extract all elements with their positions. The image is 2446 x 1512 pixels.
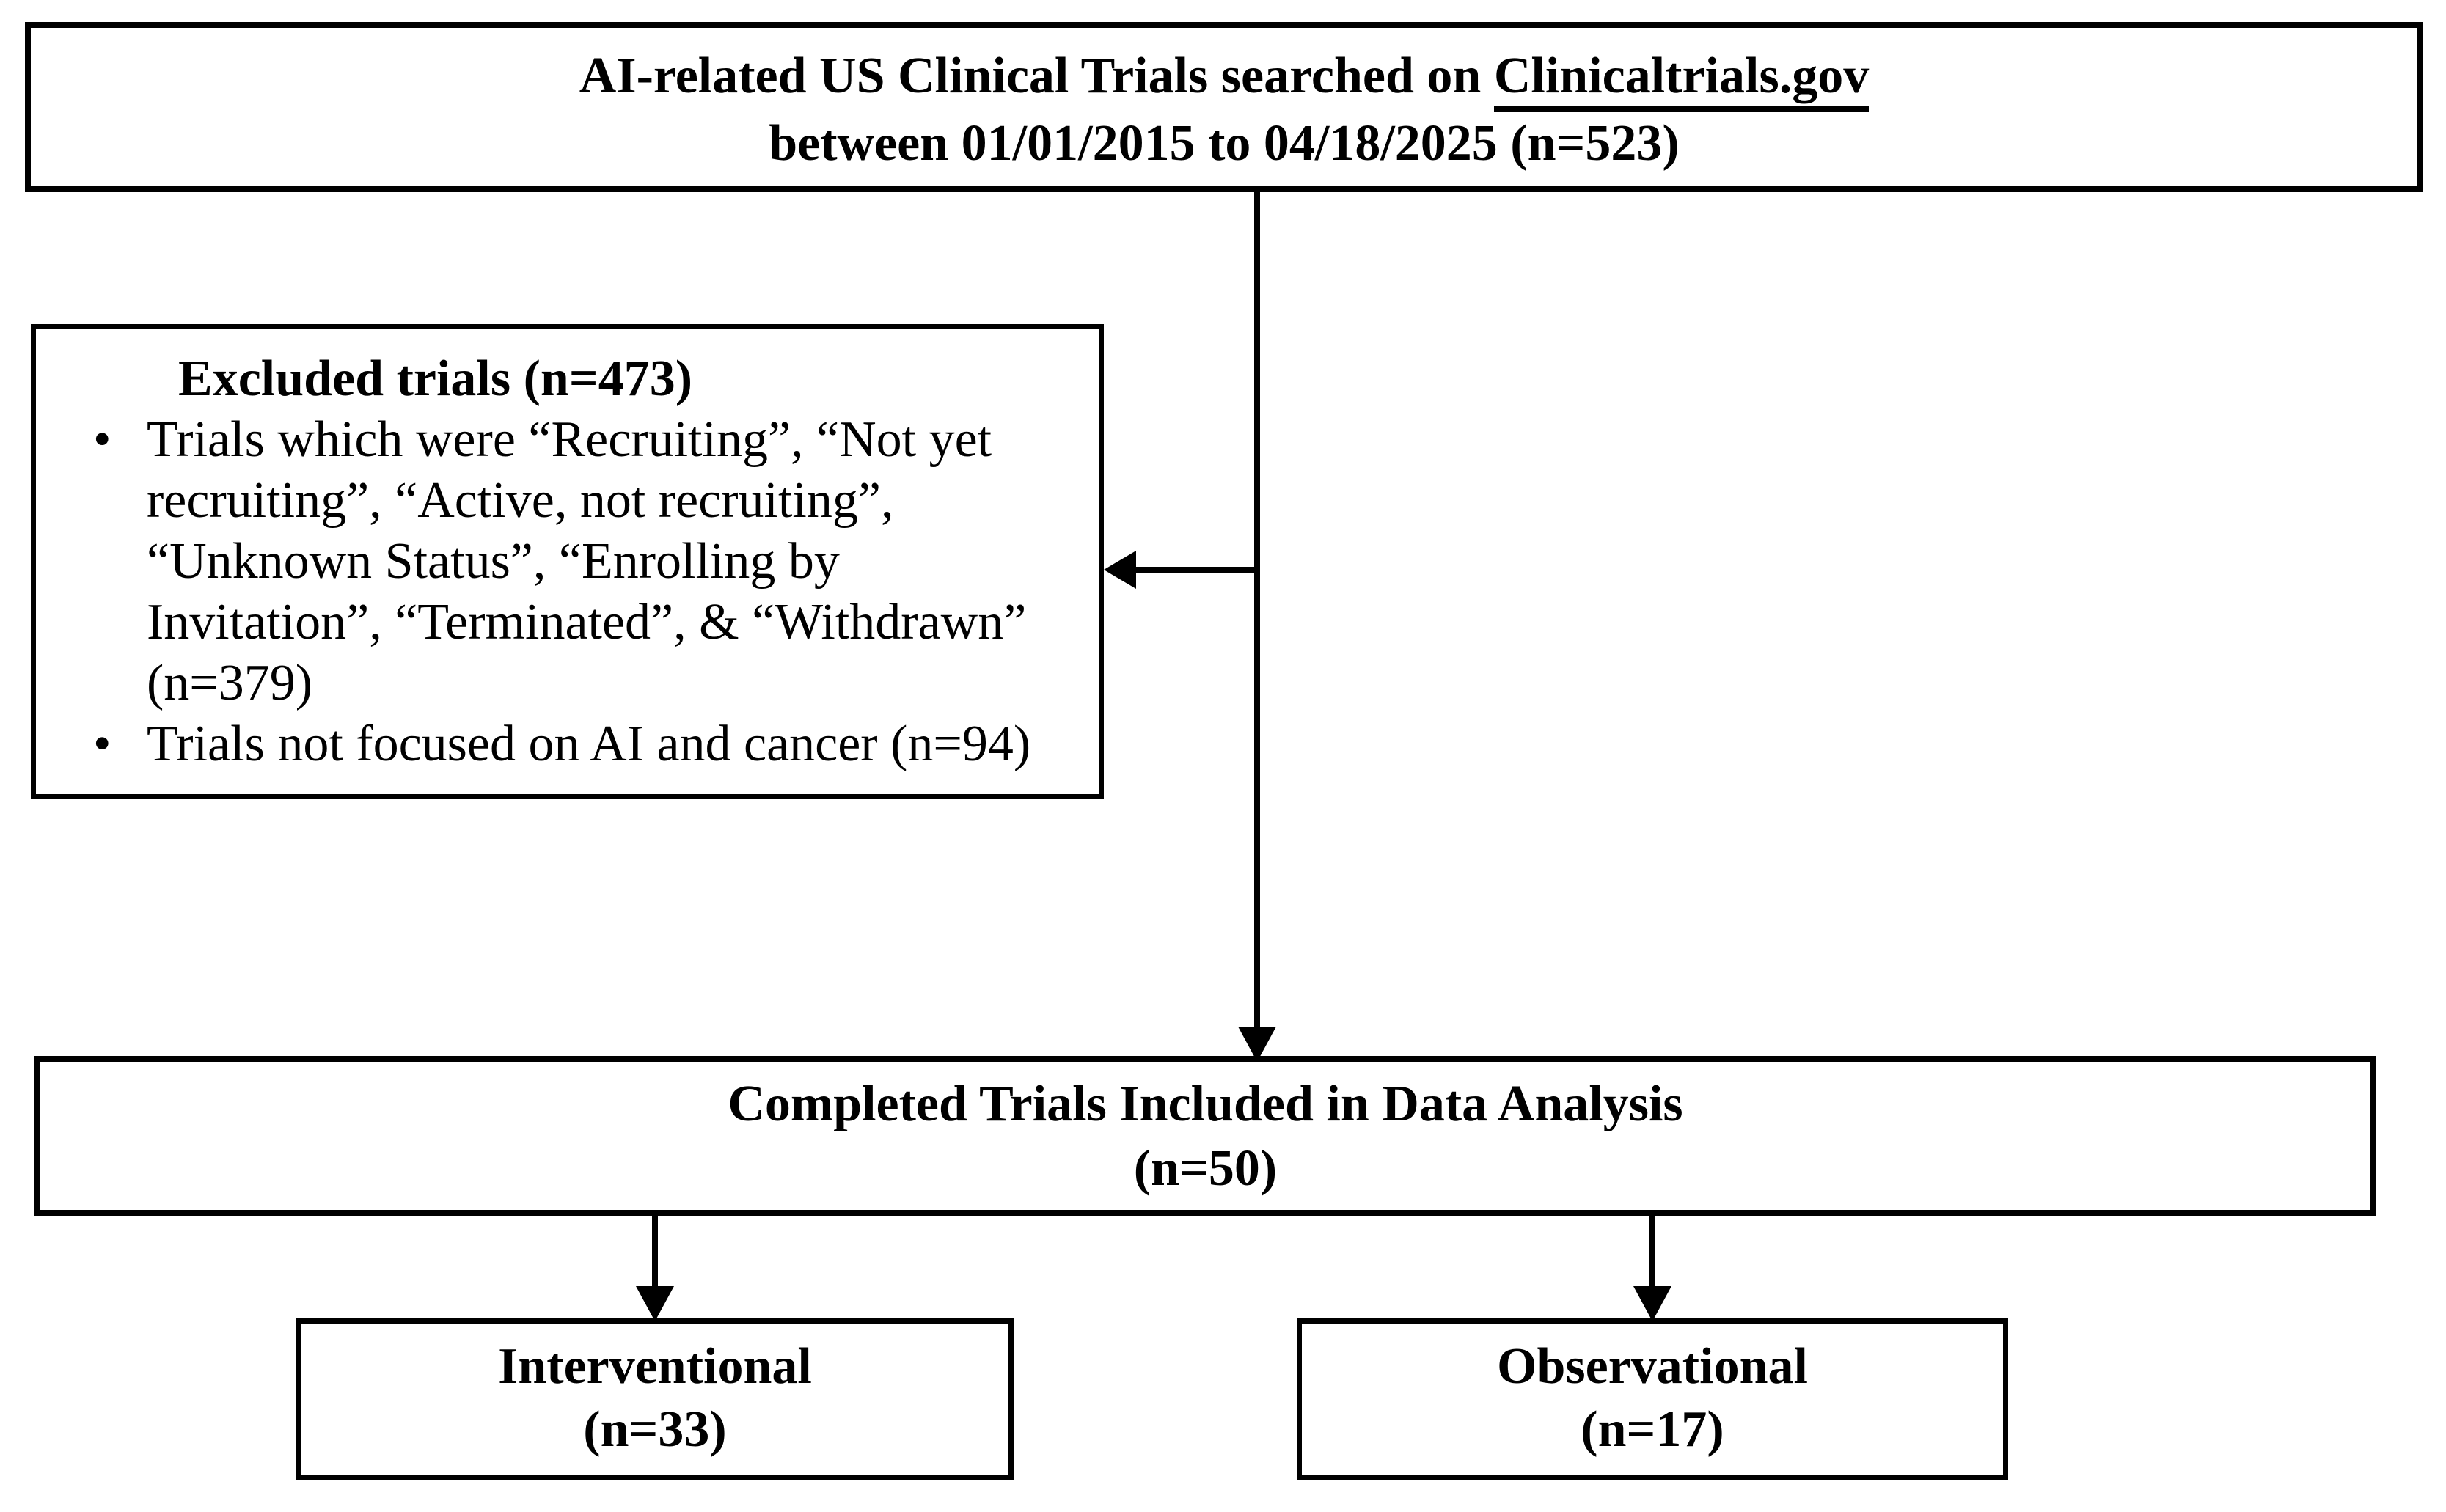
interventional-line2: (n=33) [583,1401,727,1458]
completed-trials-box: Completed Trials Included in Data Analys… [34,1056,2376,1216]
arrowhead-down-interventional-icon [636,1286,674,1321]
interventional-box: Interventional (n=33) [296,1318,1014,1480]
observational-line1: Observational [1497,1338,1808,1395]
clinicaltrials-gov-underlined-text: Clinicaltrials.gov [1493,48,1870,112]
excluded-reason-focus-text: Trials not focused on AI and cancer (n=9… [147,716,1031,772]
arrowhead-left-excluded-icon [1104,551,1136,589]
arrowhead-down-observational-icon [1633,1286,1671,1321]
connector-completed-to-observational [1649,1216,1655,1289]
observational-line2: (n=17) [1581,1401,1724,1458]
excluded-trials-box: Excluded trials (n=473) Trials which wer… [31,324,1104,799]
connector-completed-to-interventional [652,1216,658,1289]
completed-trials-line1: Completed Trials Included in Data Analys… [728,1076,1683,1132]
search-source-line1: AI-related US Clinical Trials searched o… [31,43,2417,112]
connector-top-to-completed [1254,192,1260,1028]
completed-trials-line2: (n=50) [1133,1140,1278,1197]
search-source-line2: between 01/01/2015 to 04/18/2025 (n=523) [769,115,1680,172]
connector-branch-to-excluded [1134,567,1257,573]
excluded-reason-item: Trials not focused on AI and cancer (n=9… [36,713,1099,774]
excluded-trials-heading: Excluded trials (n=473) [178,351,693,407]
excluded-reasons-list: Trials which were “Recruiting”, “Not yet… [36,409,1099,774]
search-source-box: AI-related US Clinical Trials searched o… [25,22,2423,192]
search-source-text: AI-related US Clinical Trials searched o… [579,48,1494,104]
observational-box: Observational (n=17) [1297,1318,2008,1480]
excluded-reason-item: Trials which were “Recruiting”, “Not yet… [36,409,1099,713]
interventional-line1: Interventional [498,1338,812,1395]
excluded-reason-status-text: Trials which were “Recruiting”, “Not yet… [147,411,1027,711]
